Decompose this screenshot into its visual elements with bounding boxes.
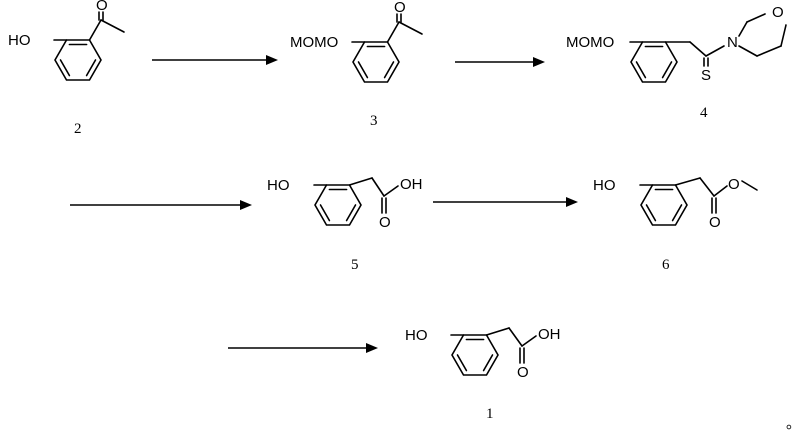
compound-6-number: 6 [662, 257, 670, 273]
compound-6-atom-o-ester: O [728, 176, 740, 193]
compound-4-atom-momo: MOMO [566, 34, 614, 51]
compound-1-atom-o: O [517, 364, 529, 381]
compound-4-atom-s: S [701, 67, 711, 84]
compound-5-number: 5 [351, 257, 359, 273]
compound-1-number: 1 [486, 406, 494, 422]
arrow-5-to-6 [433, 197, 578, 207]
compound-1: HO OH O 1 [405, 326, 561, 422]
compound-2-atom-o: O [96, 0, 108, 14]
compound-2-atom-ho: HO [8, 32, 31, 49]
compound-3-number: 3 [370, 113, 378, 129]
arrow-2-to-3 [152, 55, 278, 65]
compound-6-atom-o-carbonyl: O [709, 214, 721, 231]
compound-3-atom-momo: MOMO [290, 34, 338, 51]
arrow-3-to-4 [455, 57, 545, 67]
compound-3-atom-o: O [394, 0, 406, 16]
compound-6-atom-ho: HO [593, 177, 616, 194]
compound-4-atom-o: O [772, 4, 784, 21]
compound-5-atom-o: O [379, 214, 391, 231]
compound-4-atom-n: N [727, 34, 738, 51]
compound-5: HO OH O 5 [267, 176, 423, 273]
compound-2-number: 2 [74, 121, 82, 137]
arrow-4-to-5 [70, 200, 252, 210]
end-mark: 。 [786, 416, 800, 432]
compound-2: HO O 2 [8, 0, 125, 137]
compound-5-atom-ho: HO [267, 177, 290, 194]
compound-1-atom-ho: HO [405, 327, 428, 344]
compound-1-atom-oh: OH [538, 326, 561, 343]
compound-4: MOMO S N O 4 [566, 4, 787, 121]
compound-5-atom-oh: OH [400, 176, 423, 193]
arrow-6-to-1 [228, 343, 378, 353]
compound-3: MOMO O 3 [290, 0, 423, 129]
compound-6: HO O O 6 [593, 176, 758, 273]
compound-4-number: 4 [700, 105, 708, 121]
